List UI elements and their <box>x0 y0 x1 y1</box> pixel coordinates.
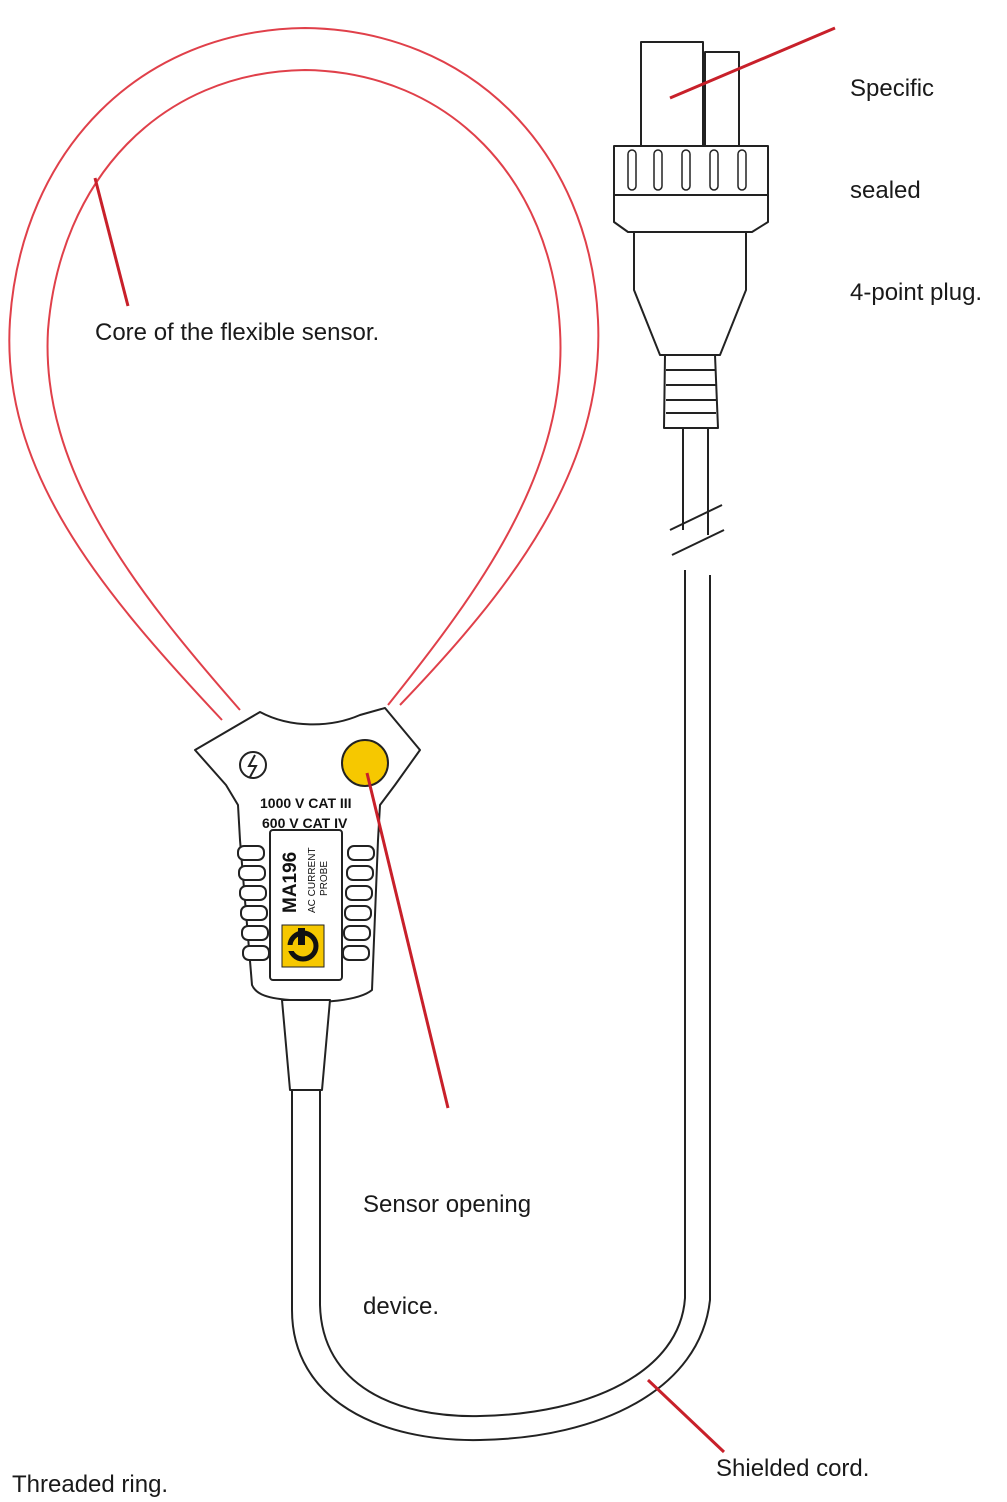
callout-core: Core of the flexible sensor. <box>95 319 380 346</box>
callout-plug-line-1: Specific <box>850 75 935 102</box>
callout-opening: Sensor opening device. <box>363 1120 531 1358</box>
leader-core <box>93 177 130 307</box>
plug-pin-1 <box>640 41 704 147</box>
callout-opening-line-1: Sensor opening <box>363 1191 532 1218</box>
cord-break-mark-2 <box>671 529 725 556</box>
ring-grooves <box>627 149 747 191</box>
callout-opening-line-2: device. <box>363 1293 440 1320</box>
callout-ring: Threaded ring. <box>12 1471 169 1498</box>
connector-body <box>633 231 747 356</box>
leader-opening <box>365 772 450 1109</box>
leader-plug <box>669 26 836 100</box>
flexible-loop <box>8 26 600 721</box>
plug-pin-2 <box>704 51 740 147</box>
threaded-ring <box>613 145 769 233</box>
cord-inner <box>319 570 686 1418</box>
rating-line-2: 600 V CAT IV <box>262 815 348 831</box>
strain-relief <box>663 354 719 429</box>
brand-logo <box>281 924 325 968</box>
callout-plug: Specific sealed 4-point plug. <box>850 4 982 344</box>
leader-cord <box>646 1378 726 1454</box>
connector <box>613 41 769 429</box>
cord-break-mark-1 <box>669 504 723 531</box>
callout-plug-line-2: sealed <box>850 177 921 204</box>
loop-inner <box>46 68 562 711</box>
hazard-symbol-icon <box>239 751 267 779</box>
rating-line-1: 1000 V CAT III <box>260 795 352 811</box>
model-number: MA196 <box>280 852 301 913</box>
grip-ridges-left <box>237 845 270 961</box>
callout-plug-line-3: 4-point plug. <box>850 279 983 306</box>
probe-type-line-2: PROBE <box>319 861 330 896</box>
loop-outer <box>8 26 600 721</box>
grip-ridges-right <box>342 845 375 961</box>
opening-button <box>341 739 389 787</box>
leader-lines <box>93 26 836 1454</box>
cord-outer <box>291 575 711 1442</box>
probe-type-line-1: AC CURRENT <box>307 847 318 913</box>
shielded-cord <box>291 425 725 1442</box>
probe-neck <box>281 999 331 1091</box>
callout-cord: Shielded cord. <box>716 1455 870 1482</box>
